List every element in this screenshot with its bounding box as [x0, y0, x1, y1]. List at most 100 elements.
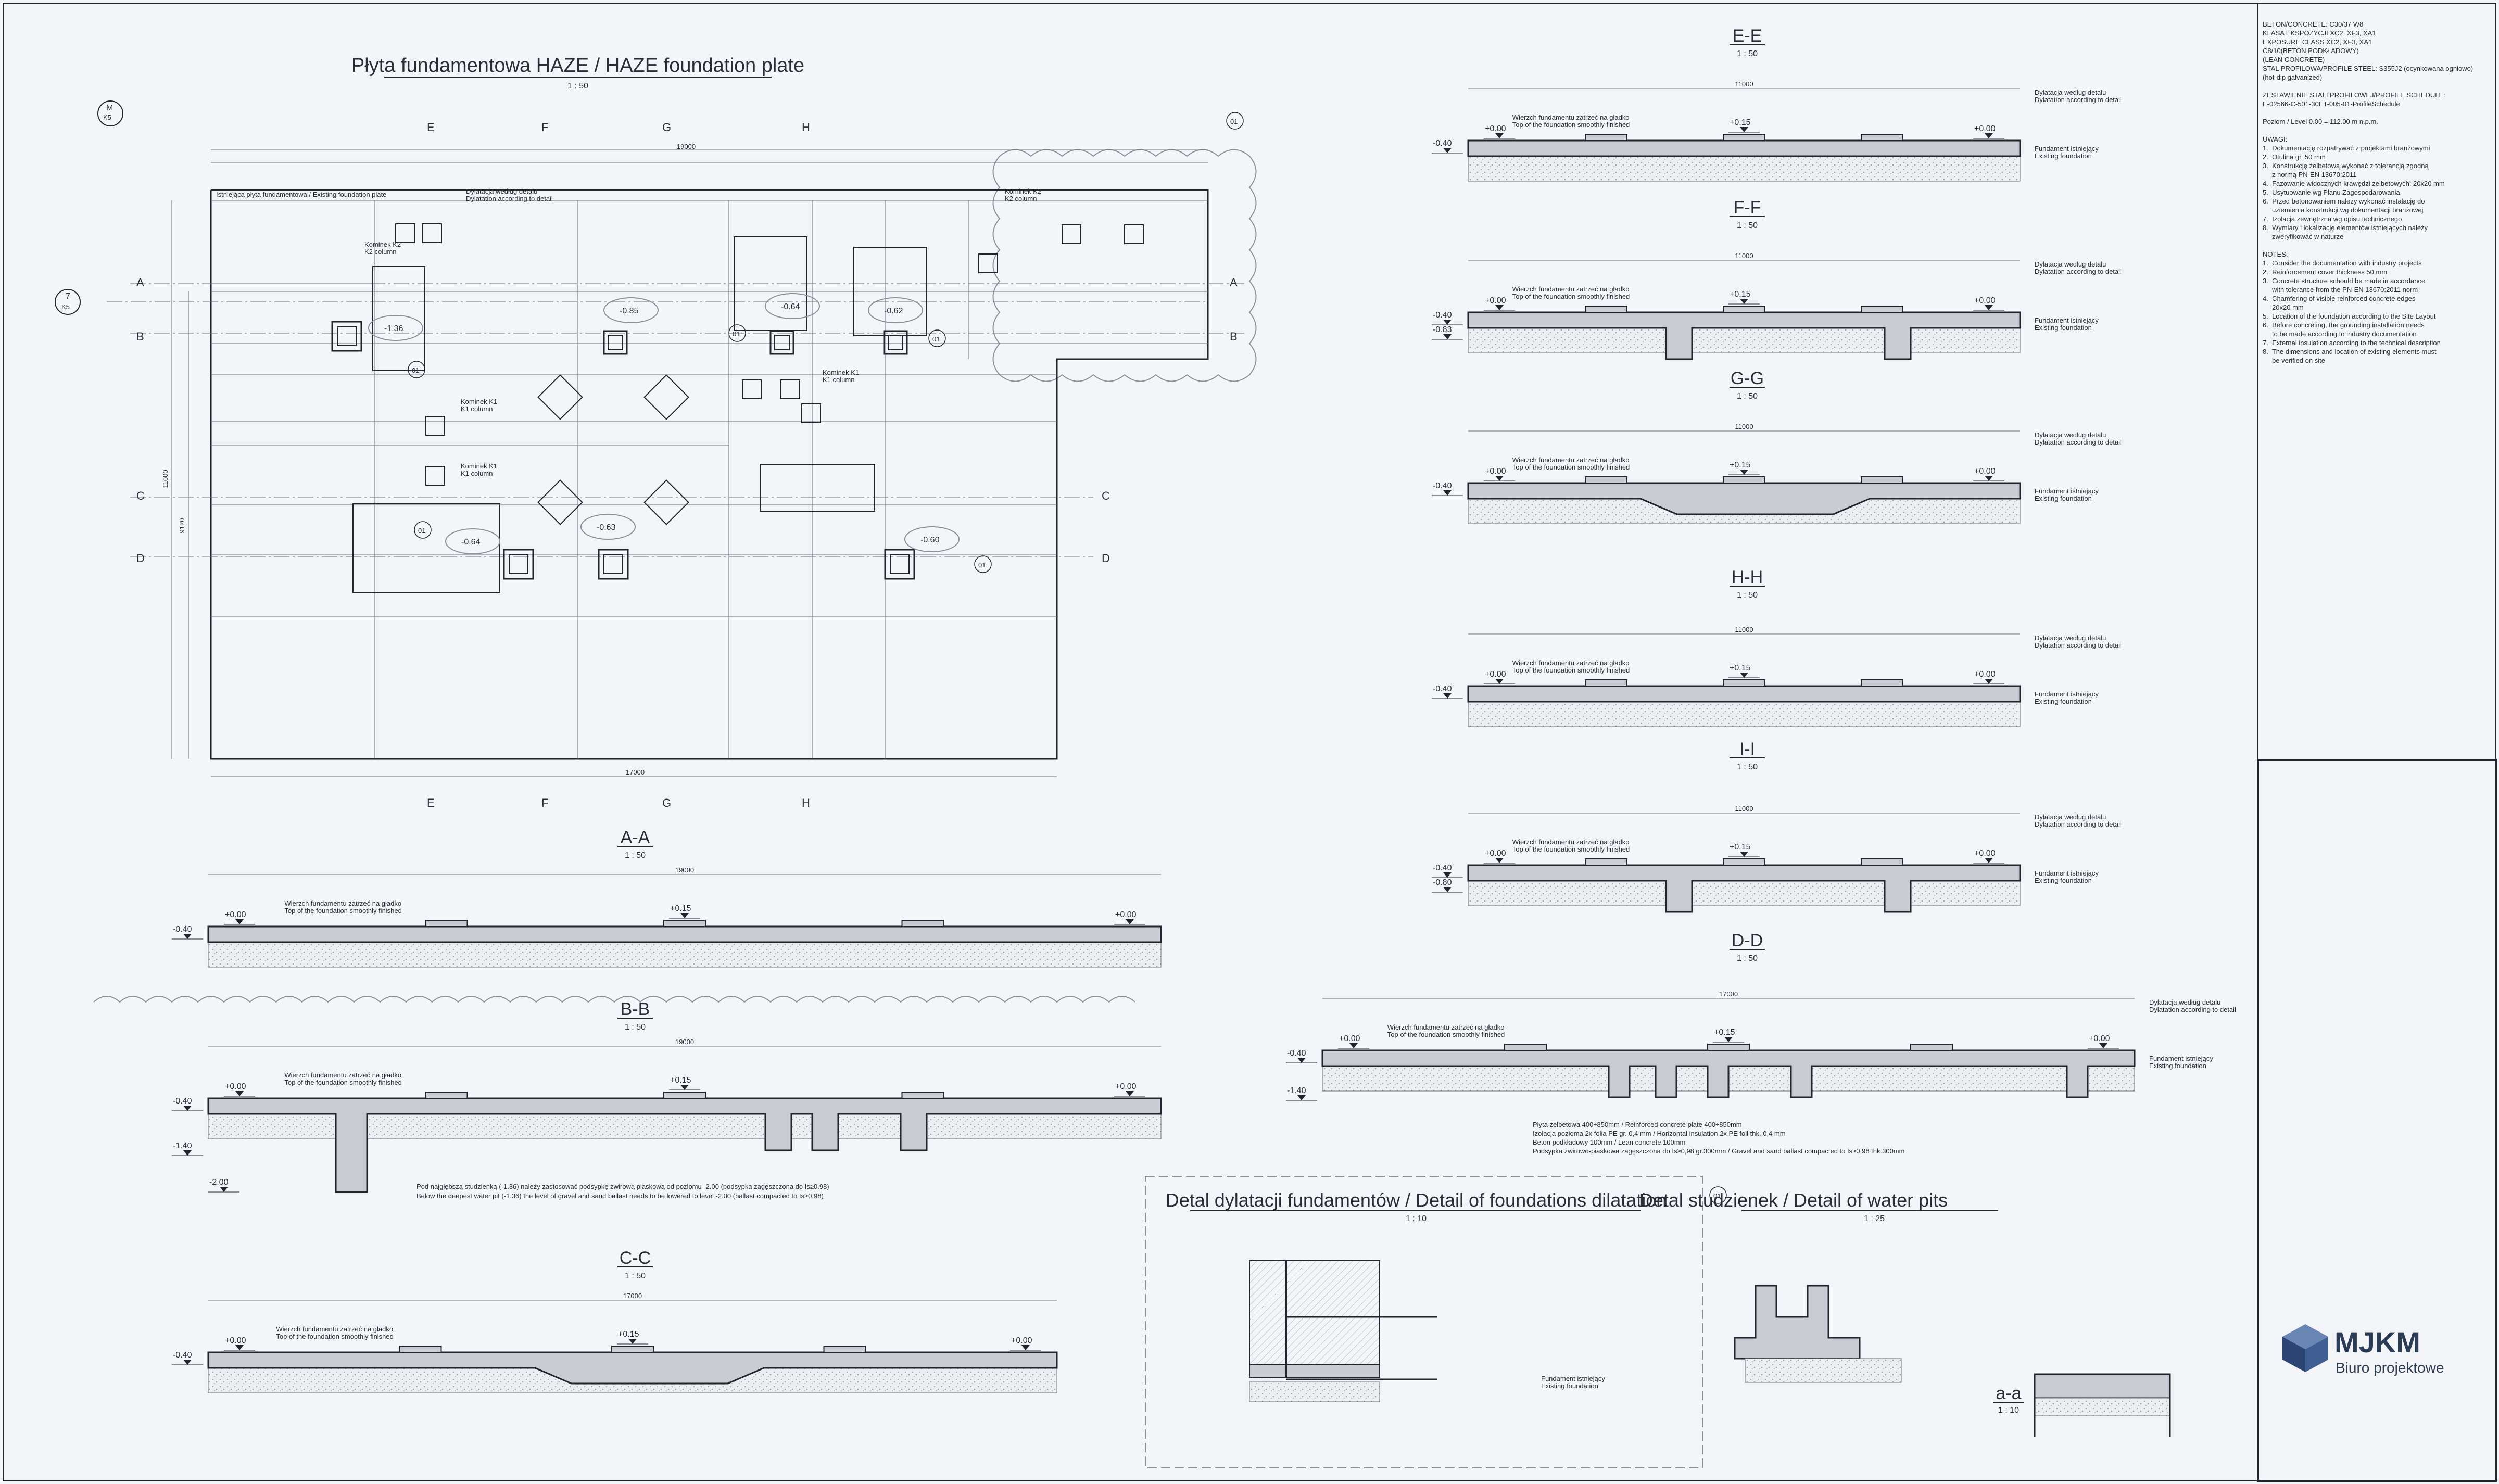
- layers-legend: Płyta żelbetowa 400÷850mm / Reinforced c…: [416, 1121, 1904, 1200]
- dilatation-pl: Dylatacja według detalu: [2149, 998, 2220, 1006]
- column-k2-label-a: K2 column: [364, 248, 396, 256]
- note-line: [2263, 126, 2481, 135]
- level-m080: -0.80: [1433, 878, 1452, 887]
- section-scale: 1 : 50: [1737, 954, 1758, 963]
- section-scale: 1 : 50: [625, 851, 646, 860]
- section-title: A-A: [621, 828, 650, 847]
- level-zero: +0.00: [1011, 1336, 1032, 1345]
- section-title: D-D: [1732, 931, 1763, 950]
- company-logo: MJKM Biuro projektowe: [2280, 1322, 2452, 1379]
- chimney-k1-label-a: Kominek K1: [461, 398, 497, 405]
- level-zero: +0.00: [1485, 670, 1506, 679]
- level-m040: -0.40: [1433, 311, 1452, 320]
- cut-g-top: G: [662, 121, 671, 134]
- section-dim: 19000: [675, 866, 694, 874]
- detail-ref-3: 01: [733, 330, 740, 338]
- note-line: 4. Fazowanie widocznych krawędzi żelbeto…: [2263, 180, 2445, 187]
- detail-aa-label: a-a: [1996, 1384, 2021, 1403]
- cut-f-top: F: [541, 121, 548, 134]
- note-line: to be made according to industry documen…: [2263, 330, 2417, 338]
- chimney-k1-label-c: Kominek K1: [823, 369, 859, 376]
- level-zero: +0.00: [1115, 1082, 1137, 1091]
- detail-water-pits: Detal studzienek / Detail of water pits …: [1639, 1186, 2171, 1437]
- section-dim: 11000: [1735, 252, 1753, 260]
- dilatation-existing-en: Existing foundation: [1541, 1382, 1598, 1390]
- section-title: G-G: [1731, 369, 1764, 388]
- note-line: [2263, 241, 2481, 250]
- section-e-e: E-E1 : 5011000+0.00+0.15+0.00-0.40Wierzc…: [1432, 26, 2122, 182]
- note-line: 4. Chamfering of visible reinforced conc…: [2263, 295, 2416, 302]
- diamond-pit-2: [643, 374, 689, 420]
- section-scale: 1 : 50: [625, 1023, 646, 1032]
- existing-en: Existing foundation: [2035, 494, 2092, 502]
- dilatation-en: Dylatation according to detail: [2035, 820, 2122, 828]
- section-scale: 1 : 50: [625, 1272, 646, 1280]
- detail-ref-6: 01: [978, 561, 986, 569]
- concrete-slab: [1467, 864, 2021, 913]
- level-zero: +0.00: [2089, 1034, 2110, 1043]
- level-zero: +0.00: [1974, 124, 1996, 133]
- note-line: KLASA EKSPOZYCJI XC2, XF3, XA1: [2263, 29, 2376, 37]
- detail-dilatation: Detal dylatacji fundamentów / Detail of …: [1145, 1176, 1703, 1468]
- level-zero: +0.00: [225, 910, 246, 919]
- note-line: 8. The dimensions and location of existi…: [2263, 348, 2437, 356]
- level-zero: +0.00: [1485, 849, 1506, 858]
- detail-ref-5: 01: [418, 527, 425, 535]
- existing-pl: Fundament istniejący: [2035, 145, 2099, 153]
- section-dim: 11000: [1735, 626, 1753, 633]
- existing-en: Existing foundation: [2035, 152, 2092, 160]
- cut-e-top: E: [427, 121, 435, 134]
- note-line: uziemienia konstrukcji wg dokumentacji b…: [2263, 206, 2424, 214]
- axis-a-right: A: [1230, 276, 1238, 289]
- cut-h-bottom: H: [802, 796, 810, 809]
- surface-note-en: Top of the foundation smoothly finished: [284, 1079, 401, 1086]
- sections-layer: A-A1 : 5019000+0.00+0.15+0.00-0.40Wierzc…: [172, 26, 2236, 1393]
- layer-4: Podsypka żwirowo-piaskowa zagęszczona do…: [1533, 1147, 1904, 1155]
- water-pits: [331, 236, 927, 593]
- level-p015: +0.15: [1730, 461, 1751, 470]
- section-dim: 17000: [1719, 990, 1738, 998]
- concrete-slab: [1467, 311, 2021, 360]
- plan-dim-height: 11000: [161, 470, 169, 488]
- section-title: C-C: [620, 1248, 651, 1268]
- foundation-plan: Płyta fundamentowa HAZE / HAZE foundatio…: [55, 55, 1257, 809]
- note-line: 1. Dokumentację rozpatrywać z projektami…: [2263, 144, 2430, 152]
- plan-dilatation-note-pl: Dylatacja według detalu: [466, 187, 537, 195]
- surface-note-en: Top of the foundation smoothly finished: [1512, 121, 1630, 129]
- chimneys: [395, 223, 1144, 486]
- level-zero: +0.00: [1974, 296, 1996, 305]
- title-block: [2257, 759, 2497, 1482]
- note-line: UWAGI:: [2263, 135, 2288, 143]
- section-d-d: D-D1 : 5017000+0.00+0.15+0.00-0.40-1.40W…: [1286, 931, 2236, 1101]
- dilatation-en: Dylatation according to detail: [2035, 96, 2122, 104]
- layer-2: Izolacja pozioma 2x folia PE gr. 0,4 mm …: [1533, 1130, 1786, 1137]
- surface-note-pl: Wierzch fundamentu zatrzeć na gładko: [1512, 456, 1630, 464]
- section-scale: 1 : 50: [1737, 221, 1758, 230]
- level-zero: +0.00: [225, 1336, 246, 1345]
- section-title: H-H: [1732, 567, 1763, 587]
- level-m140: -1.40: [1287, 1086, 1306, 1095]
- axis-c-left: C: [136, 489, 145, 502]
- surface-note-pl: Wierzch fundamentu zatrzeć na gładko: [1512, 285, 1630, 293]
- concrete-slab: [1467, 139, 2021, 157]
- note-line: (LEAN CONCRETE): [2263, 56, 2325, 64]
- concrete-slab: [1467, 482, 2021, 515]
- dilatation-pl: Dylatacja według detalu: [2035, 88, 2106, 96]
- level-m040: -0.40: [173, 1351, 192, 1360]
- surface-note-pl: Wierzch fundamentu zatrzeć na gładko: [1387, 1023, 1505, 1031]
- level-zero: +0.00: [1974, 849, 1996, 858]
- water-note-en: Below the deepest water pit (-1.36) the …: [416, 1192, 824, 1200]
- dilatation-en: Dylatation according to detail: [2035, 438, 2122, 446]
- dilatation-en: Dylatation according to detail: [2035, 641, 2122, 649]
- sheet-border: [3, 3, 2496, 1481]
- note-line: EXPOSURE CLASS XC2, XF3, XA1: [2263, 38, 2372, 46]
- column-k1-label-a: K1 column: [461, 405, 493, 413]
- level-p015: +0.15: [618, 1330, 639, 1339]
- dilatation-pl: Dylatacja według detalu: [2035, 260, 2106, 268]
- plan-level-m062: -0.62: [884, 307, 903, 315]
- axis-b-right: B: [1230, 330, 1238, 343]
- dilatation-pl: Dylatacja według detalu: [2035, 634, 2106, 642]
- surface-note-en: Top of the foundation smoothly finished: [1512, 463, 1630, 471]
- diamond-pit-4: [643, 479, 689, 525]
- note-line: 7. External insulation according to the …: [2263, 339, 2441, 347]
